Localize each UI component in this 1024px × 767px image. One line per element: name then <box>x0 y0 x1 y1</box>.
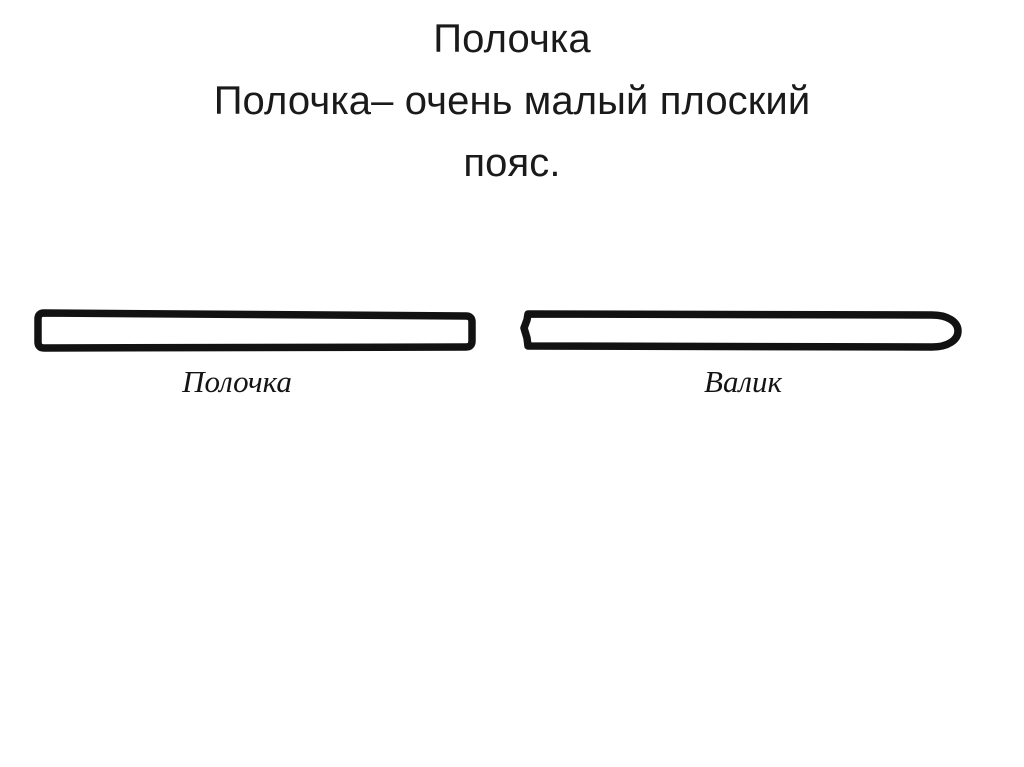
flat-band-profile-shape <box>34 309 476 352</box>
title-line-3: пояс. <box>463 141 561 185</box>
profiles-svg <box>34 309 962 352</box>
page-title: Полочка Полочка– очень малый плоский поя… <box>60 8 964 194</box>
title-line-1: Полочка <box>433 17 591 61</box>
slide-empty-area <box>0 420 1024 767</box>
caption-flat-band: Полочка <box>182 364 292 399</box>
title-line-2: Полочка– очень малый плоский <box>213 79 811 123</box>
caption-rounded-roll: Валик <box>704 364 782 399</box>
profile-comparison-diagram <box>0 290 1024 420</box>
rounded-roll-profile-shape <box>520 310 962 351</box>
